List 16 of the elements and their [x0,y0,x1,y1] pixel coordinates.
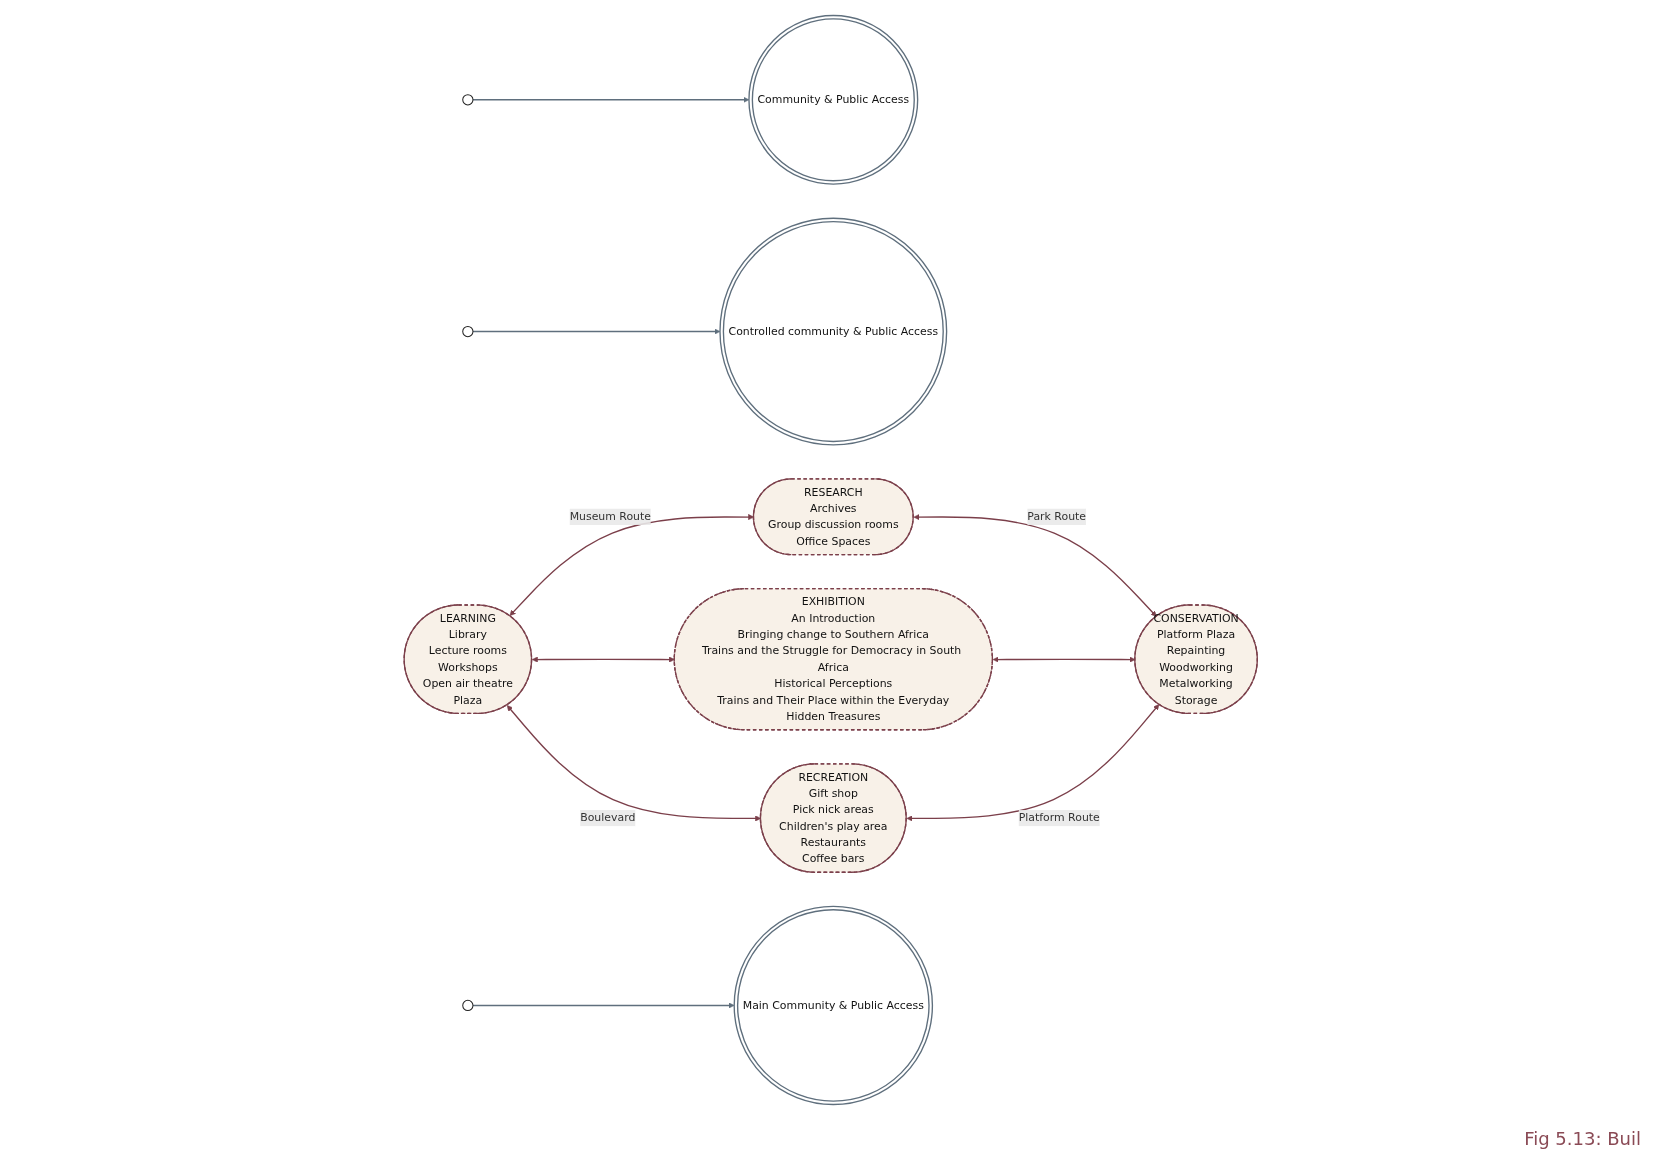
arrow [472,328,721,335]
node-circle [462,999,474,1012]
edge-label: Boulevard [579,811,636,825]
edge-label: Platform Route [1018,811,1100,825]
edge-label: Park Route [1027,509,1086,523]
arrow [506,705,761,822]
arrow [531,656,675,663]
node-circle [462,94,474,106]
node-circle [462,325,474,338]
edge-label: Museum Route [569,509,651,523]
arrow [472,96,749,103]
arrow [906,704,1160,822]
figure-caption: Fig 5.13: Buil [1524,1128,1641,1149]
arrow [509,514,754,616]
arrow [472,1002,735,1009]
arrow [913,514,1157,617]
